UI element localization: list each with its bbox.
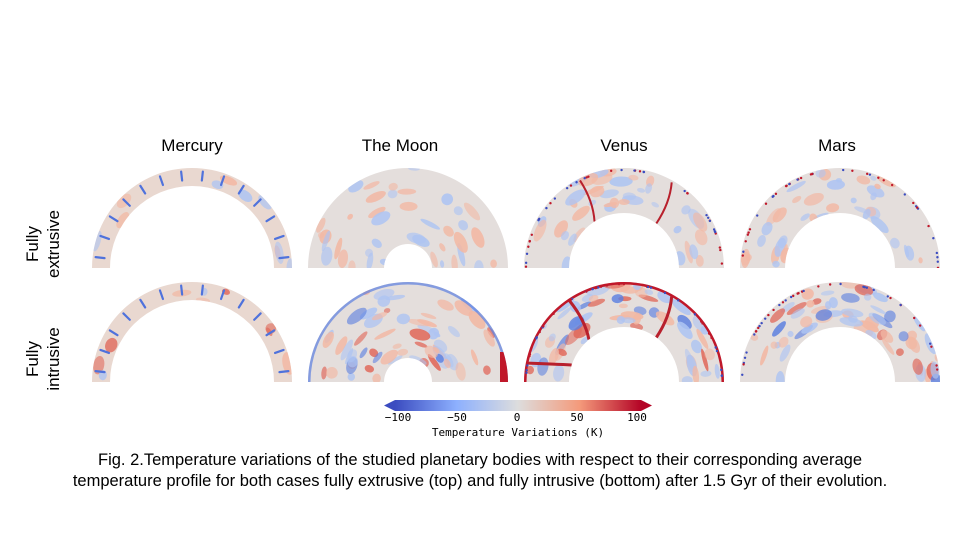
panel-mercury-intrusive bbox=[92, 282, 292, 382]
annulus-base bbox=[740, 168, 940, 268]
colorbar-tick: 100 bbox=[627, 411, 647, 424]
row-label-extrusive-line2: extrusive bbox=[44, 209, 63, 279]
row-label-intrusive: Fully intrusive bbox=[22, 304, 70, 414]
panel-moon-extrusive bbox=[308, 168, 508, 268]
row-label-intrusive-line1: Fully bbox=[23, 341, 42, 377]
colorbar-tick: 50 bbox=[570, 411, 584, 424]
figure-caption-line1: Fig. 2.Temperature variations of the stu… bbox=[97, 451, 862, 469]
row-label-extrusive-line1: Fully bbox=[23, 226, 42, 262]
colorbar-tick: 0 bbox=[513, 411, 521, 424]
panel-venus-intrusive bbox=[524, 282, 724, 382]
colorbar-tick: −50 bbox=[447, 411, 467, 424]
column-title-mercury: Mercury bbox=[161, 136, 223, 155]
colorbar bbox=[384, 400, 652, 411]
column-title-mars: Mars bbox=[818, 136, 856, 155]
column-title-venus: Venus bbox=[600, 136, 648, 155]
panel-venus-extrusive bbox=[524, 168, 724, 268]
colorbar-gradient bbox=[395, 400, 641, 411]
row-label-intrusive-line2: intrusive bbox=[44, 327, 63, 391]
colorbar-min-extend bbox=[384, 400, 395, 411]
annulus-base bbox=[308, 282, 508, 382]
figure-caption: Fig. 2.Temperature variations of the stu… bbox=[0, 450, 960, 492]
panel-moon-intrusive bbox=[308, 282, 508, 382]
figure-caption-line2: temperature profile for both cases fully… bbox=[72, 472, 888, 490]
colorbar-tick: −100 bbox=[384, 411, 412, 424]
colorbar-max-extend bbox=[641, 400, 652, 411]
row-label-extrusive: Fully extrusive bbox=[22, 189, 70, 299]
colorbar-title: Temperature Variations (K) bbox=[431, 426, 605, 439]
column-title-moon: The Moon bbox=[361, 136, 439, 155]
annulus-base bbox=[92, 282, 292, 382]
panel-mars-extrusive bbox=[740, 168, 940, 268]
panel-mercury-extrusive bbox=[92, 168, 292, 268]
panel-mars-intrusive bbox=[740, 282, 940, 382]
